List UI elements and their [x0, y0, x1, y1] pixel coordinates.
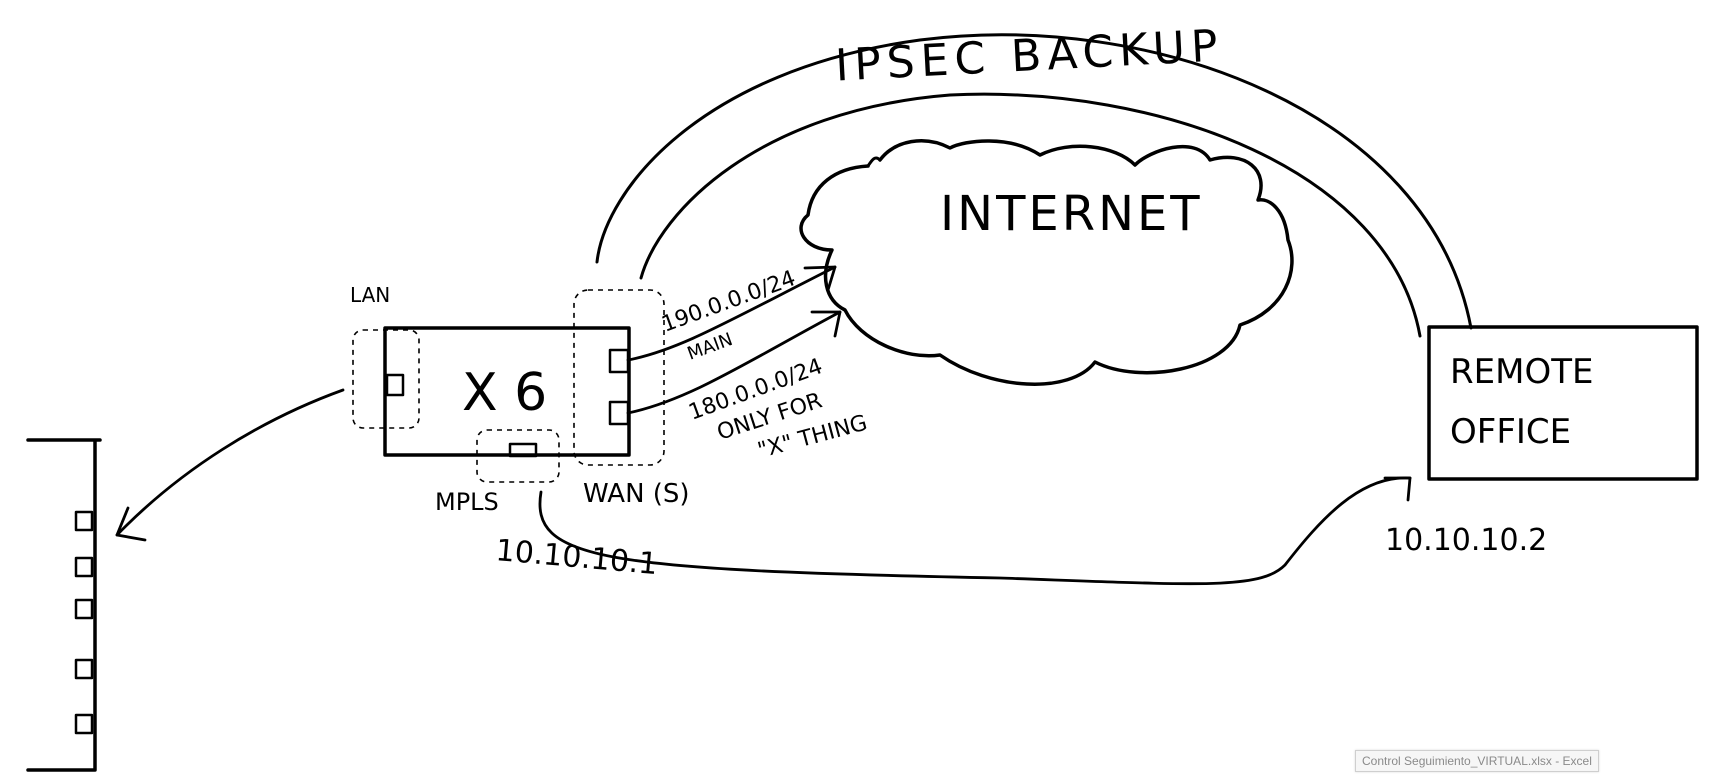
mpls-dashed-zone: [476, 429, 560, 483]
ipsec-label: IPSEC BACKUP: [834, 20, 1225, 91]
taskbar-tooltip: Control Seguimiento_VIRTUAL.xlsx - Excel: [1355, 750, 1599, 772]
remote-office-line1: REMOTE: [1450, 352, 1593, 392]
switch-body: [26, 438, 102, 772]
wan-link-other: [626, 310, 842, 415]
firewall-box: [383, 326, 631, 457]
mpls-label: MPLS: [435, 488, 499, 516]
switch-port-5: [74, 713, 94, 735]
remote-office-line2: OFFICE: [1450, 412, 1571, 452]
wan-dashed-zone: [573, 289, 665, 466]
internet-label: INTERNET: [940, 186, 1203, 242]
cloud-inner-stroke: [866, 156, 882, 168]
switch-port-2: [74, 556, 94, 578]
lan-link-arrow: [115, 506, 147, 542]
firewall-label: X 6: [462, 363, 547, 423]
wan-link-main-arrow: [803, 265, 837, 292]
wan-port-1: [608, 348, 630, 374]
internet-cloud: [799, 139, 1294, 386]
switch-port-4: [74, 658, 94, 680]
switch-port-3: [74, 598, 94, 620]
mpls-link: [538, 476, 1412, 586]
ipsec-arc-outer: [595, 33, 1473, 330]
ipsec-arc-inner: [639, 92, 1422, 338]
subnet-main-label: 190.0.0.0/24: [659, 266, 799, 338]
mpls-port: [508, 442, 538, 458]
mpls-link-arrow: [1383, 476, 1412, 502]
main-label: MAIN: [685, 329, 736, 365]
wan-link-main: [626, 265, 837, 362]
switch-port-1: [74, 510, 94, 532]
lan-dashed-zone: [352, 329, 420, 429]
remote-office-box: [1427, 325, 1699, 481]
ip-local-label: 10.10.10.1: [494, 533, 659, 582]
lan-link: [115, 388, 345, 537]
ip-remote-label: 10.10.10.2: [1385, 523, 1547, 558]
wan-port-2: [608, 400, 630, 426]
wan-label: WAN (S): [583, 479, 690, 509]
wan-link-other-arrow: [810, 310, 842, 338]
lan-port: [385, 373, 405, 397]
lan-label: LAN: [350, 283, 390, 307]
